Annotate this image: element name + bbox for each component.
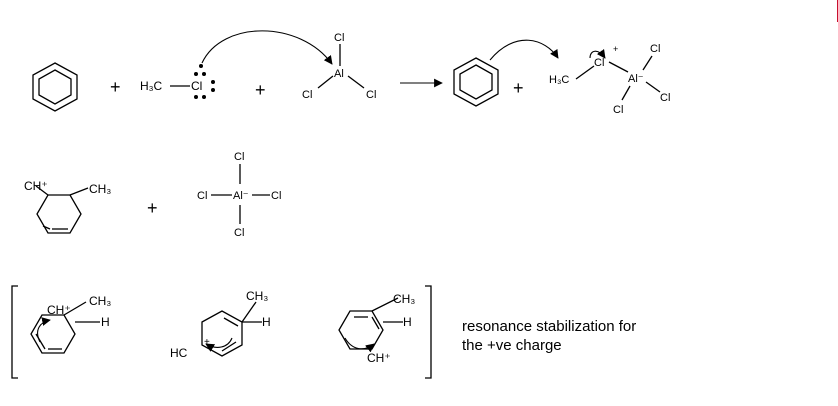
resonance-bracket-left bbox=[11, 285, 18, 379]
hydrogen-label: H bbox=[262, 315, 271, 329]
chlorine-label: Cl bbox=[191, 79, 202, 93]
carbocation-label: CH⁺ bbox=[47, 303, 71, 317]
chlorine-label: Cl bbox=[613, 104, 623, 116]
resonance-bracket-right bbox=[425, 285, 432, 379]
lone-pair-dots bbox=[194, 64, 215, 99]
chlorine-label: Cl bbox=[334, 32, 344, 44]
chlorine-label: Cl bbox=[366, 89, 376, 101]
curved-arrow bbox=[344, 337, 375, 353]
benzene-nucleophile bbox=[453, 57, 499, 107]
chlorine-label: Cl bbox=[594, 57, 604, 69]
methyl-label: CH₃ bbox=[393, 292, 415, 306]
chlorine-label: Cl bbox=[197, 190, 207, 202]
methyl-label: CH₃ bbox=[246, 289, 268, 303]
hc-label: HC bbox=[170, 346, 188, 360]
caption-line-2: the +ve charge bbox=[462, 337, 562, 354]
plus-operator: + bbox=[147, 198, 158, 218]
hydrogen-label: H bbox=[403, 315, 412, 329]
resonance-form-2: + HC CH₃ H bbox=[170, 289, 271, 360]
methyl-label: CH₃ bbox=[89, 182, 111, 196]
caption-line-1: resonance stabilization for bbox=[462, 318, 637, 335]
aluminium-label: Al⁻ bbox=[628, 73, 644, 85]
hydrogen-label: H bbox=[101, 315, 110, 329]
carbocation-label: CH⁺ bbox=[24, 179, 48, 193]
methyl-label: H₃C bbox=[549, 74, 569, 86]
methyl-chloride: H₃C Cl bbox=[140, 64, 215, 99]
carbocation-label: CH⁺ bbox=[367, 351, 391, 365]
tetrachloroaluminate: Cl Cl Al⁻ Cl Cl bbox=[197, 151, 281, 239]
plus-operator: + bbox=[110, 77, 121, 97]
chlorine-label: Cl bbox=[234, 151, 244, 163]
plus-operator: + bbox=[513, 78, 524, 98]
chlorine-label: Cl bbox=[234, 227, 244, 239]
chlorine-label: Cl bbox=[302, 89, 312, 101]
methyl-label: CH₃ bbox=[89, 294, 111, 308]
charge-label: + bbox=[613, 44, 618, 54]
curved-arrow bbox=[201, 30, 333, 65]
curved-arrow bbox=[37, 317, 51, 343]
lewis-complex: H₃C Cl + Al⁻ Cl Cl Cl bbox=[549, 43, 670, 116]
charge-label: + bbox=[204, 337, 210, 348]
arenium-ion: CH⁺ CH₃ bbox=[24, 179, 111, 234]
chlorine-label: Cl bbox=[271, 190, 281, 202]
resonance-form-3: CH⁺ CH₃ H bbox=[338, 292, 415, 365]
plus-operator: + bbox=[255, 80, 266, 100]
benzene-reactant bbox=[32, 62, 78, 112]
aluminium-label: Al bbox=[334, 68, 344, 80]
aluminium-label: Al⁻ bbox=[233, 190, 249, 202]
chlorine-label: Cl bbox=[660, 92, 670, 104]
resonance-caption: resonance stabilization for the +ve char… bbox=[462, 317, 702, 355]
curved-arrow bbox=[205, 337, 233, 352]
resonance-form-1: CH⁺ CH₃ H bbox=[30, 294, 111, 354]
curved-arrow bbox=[489, 39, 559, 61]
curved-arrow bbox=[589, 48, 606, 59]
chlorine-label: Cl bbox=[650, 43, 660, 55]
aluminium-chloride: Cl Al Cl Cl bbox=[302, 32, 376, 101]
methyl-label: H₃C bbox=[140, 79, 163, 93]
